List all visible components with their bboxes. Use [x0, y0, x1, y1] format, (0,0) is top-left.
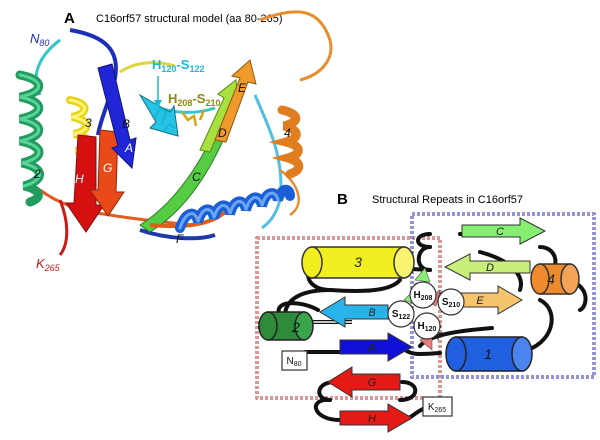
strand-d-arrow: D	[443, 253, 531, 281]
c-terminus-box: K265	[422, 396, 453, 417]
strand-c-arrow: C	[461, 217, 547, 245]
strand-h-arrow: H	[339, 403, 413, 433]
strand-h-label-a: H	[75, 172, 84, 186]
helix-2-label-a: 2	[33, 167, 41, 181]
svg-text:S122: S122	[392, 309, 410, 321]
residue-h208: H208	[409, 281, 437, 309]
helix-1-ribbon	[175, 184, 295, 233]
strand-d-label-a: D	[218, 126, 227, 140]
strand-e-label-a: E	[238, 81, 247, 95]
central-green-arrow	[414, 267, 431, 283]
helix-3-label-b: 3	[354, 254, 362, 270]
helix-2-cylinder: 2	[258, 311, 314, 341]
strand-c-label-a: C	[192, 170, 201, 184]
helix-1-label-b: 1	[484, 346, 492, 362]
protein-ribbon-model	[15, 10, 333, 256]
panel-b-letter: B	[337, 191, 348, 208]
active-site-sticks	[153, 106, 176, 131]
helix-1-label-a: 1	[228, 178, 235, 192]
svg-text:S210: S210	[442, 297, 460, 309]
n-terminus-box: N80	[281, 350, 308, 371]
strand-b-label-b: B	[368, 307, 375, 319]
site-h208-s210-label: H208-S210	[168, 91, 220, 108]
svg-text:H120: H120	[418, 321, 437, 333]
panel-b: B Structural Repeats in C16orf57	[255, 191, 596, 433]
strand-a-label-b: A	[367, 342, 375, 354]
svg-text:K265: K265	[428, 402, 446, 414]
site-h120-s122-label: H120-S122	[152, 57, 204, 74]
helix-4-ribbon	[268, 105, 304, 179]
strand-a-label-a: A	[124, 141, 133, 155]
strand-g-arrow: G	[327, 366, 401, 398]
helix-4-cylinder: 4	[530, 263, 580, 295]
panel-a: A C16orf57 structural model (aa 80-265)	[15, 10, 333, 273]
residue-s210: S210	[437, 288, 465, 316]
panel-a-title: C16orf57 structural model (aa 80-265)	[96, 13, 282, 25]
strand-a-arrow: A	[339, 332, 413, 362]
strand-f-label-b: F	[437, 331, 445, 343]
strand-c-label-b: C	[496, 226, 504, 238]
n-terminus-label-a: N80	[30, 31, 49, 48]
strand-b-label-a: B	[122, 117, 130, 131]
panel-a-letter: A	[64, 10, 75, 27]
helix-3-label-a: 3	[85, 116, 92, 130]
helix-2-ribbon	[15, 70, 44, 207]
c-terminus-label-a: K265	[36, 256, 61, 273]
strand-f-label-a: F	[176, 232, 184, 246]
strand-h-label-b: H	[368, 413, 376, 425]
residue-s122: S122	[387, 300, 415, 328]
residue-h120: H120	[413, 312, 441, 340]
strand-b-arrow: B	[319, 296, 389, 328]
strand-g-label-b: G	[368, 377, 377, 389]
helix-1-cylinder: 1	[445, 336, 533, 372]
svg-text:H208: H208	[414, 290, 433, 302]
helix-2-label-b: 2	[291, 319, 300, 335]
strand-e-label-b: E	[476, 295, 484, 307]
svg-text:N80: N80	[286, 356, 301, 368]
strand-g-label-a: G	[103, 161, 112, 175]
helix-4-label-b: 4	[547, 271, 555, 287]
helix-3-cylinder: 3	[301, 246, 415, 279]
helix-4-label-a: 4	[284, 126, 291, 140]
strand-d-label-b: D	[486, 262, 494, 274]
panel-b-title: Structural Repeats in C16orf57	[372, 194, 523, 206]
